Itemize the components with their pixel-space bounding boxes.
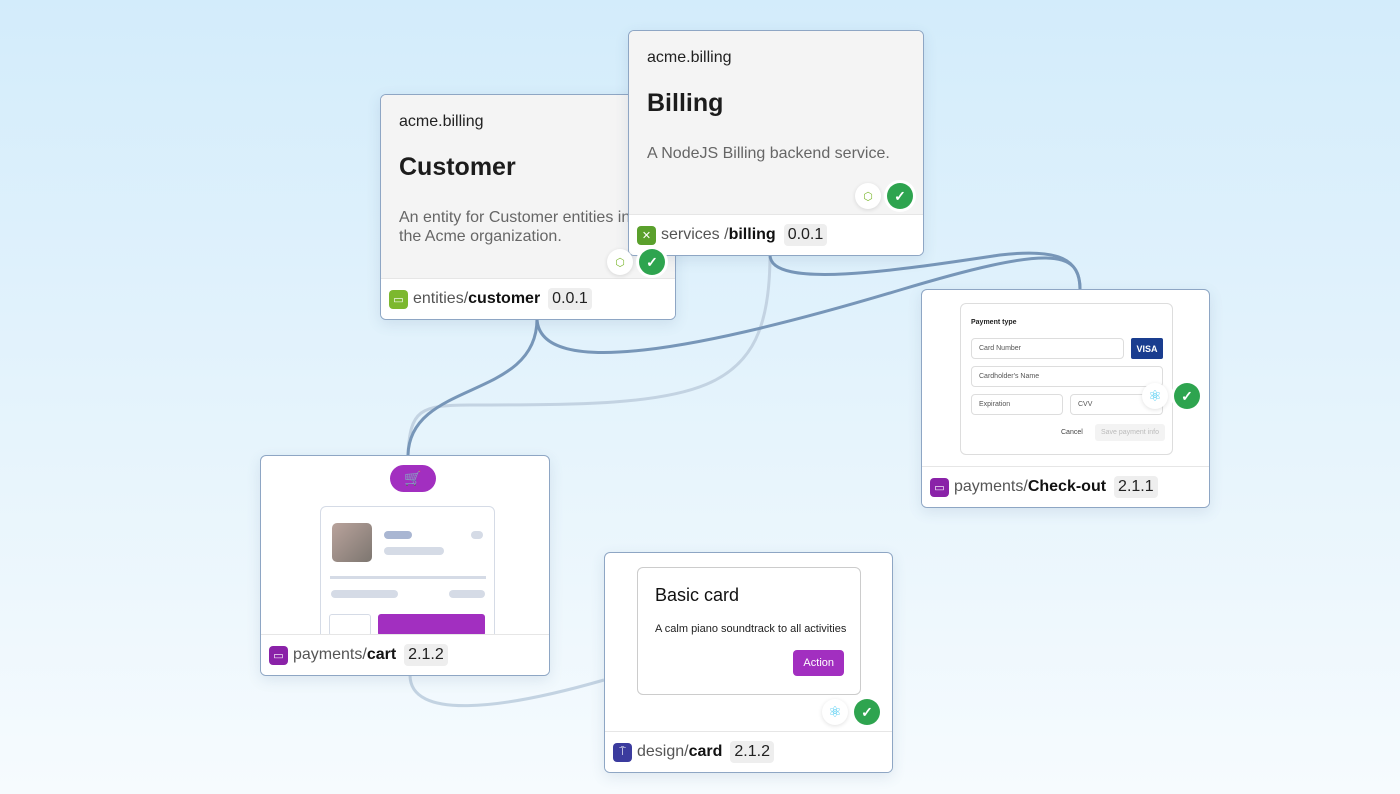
scope: design/ — [637, 743, 689, 760]
node-checkout[interactable]: Payment type Card Number VISA Cardholder… — [921, 289, 1210, 508]
payments-icon: ▭ — [269, 645, 288, 665]
check-icon: ✓ — [887, 183, 913, 209]
scope: payments/ — [293, 646, 367, 663]
scope: services / — [661, 226, 729, 243]
nodejs-icon: ⬡ — [607, 249, 633, 275]
edge-billing-cart — [406, 254, 772, 456]
version-badge: 2.1.2 — [404, 644, 448, 666]
form-heading: Payment type — [971, 319, 1017, 326]
card-title: Basic card — [655, 585, 740, 605]
react-icon: ⚛ — [1142, 383, 1168, 409]
edge-customer-checkout — [535, 256, 1082, 354]
component-name: billing — [728, 226, 776, 243]
scope: entities/ — [413, 290, 469, 307]
visa-logo: VISA — [1131, 338, 1163, 359]
edge-cart-card — [408, 674, 605, 708]
nodejs-icon: ⬡ — [855, 183, 881, 209]
cart-icon: 🛒 — [390, 465, 436, 492]
cancel-button: Cancel — [1061, 429, 1083, 436]
namespace: acme.billing — [399, 113, 484, 130]
cardholder-field: Cardholder's Name — [971, 366, 1163, 387]
service-icon: ✕ — [637, 225, 656, 245]
node-title: Customer — [399, 153, 516, 181]
expiration-field: Expiration — [971, 394, 1063, 415]
node-title: Billing — [647, 89, 724, 117]
payments-icon: ▭ — [930, 477, 949, 497]
node-customer[interactable]: acme.billing Customer An entity for Cust… — [380, 94, 676, 320]
react-icon: ⚛ — [822, 699, 848, 725]
component-name: cart — [366, 646, 397, 663]
scope: payments/ — [954, 478, 1028, 495]
entity-icon: ▭ — [389, 289, 408, 309]
node-billing[interactable]: acme.billing Billing A NodeJS Billing ba… — [628, 30, 924, 256]
node-description: An entity for Customer entities in the A… — [399, 209, 631, 245]
check-icon: ✓ — [639, 249, 665, 275]
version-badge: 0.0.1 — [548, 288, 592, 310]
namespace: acme.billing — [647, 49, 732, 66]
component-name: customer — [468, 290, 541, 307]
basic-card-preview: Basic card A calm piano soundtrack to al… — [637, 567, 861, 695]
version-badge: 2.1.1 — [1114, 476, 1158, 498]
card-number-field: Card Number — [971, 338, 1124, 359]
node-cart[interactable]: 🛒 ▭ payments/cart 2.1.2 — [260, 455, 550, 676]
version-badge: 0.0.1 — [783, 224, 828, 246]
node-description: A NodeJS Billing backend service. — [647, 145, 890, 162]
action-button: Action — [793, 650, 844, 676]
edge-customer-cart — [406, 318, 539, 456]
design-icon: ⍑ — [613, 742, 632, 762]
card-description: A calm piano soundtrack to all activitie… — [655, 623, 847, 635]
check-icon: ✓ — [1174, 383, 1200, 409]
node-card[interactable]: Basic card A calm piano soundtrack to al… — [604, 552, 893, 773]
component-name: card — [688, 743, 723, 760]
version-badge: 2.1.2 — [730, 741, 774, 763]
save-button: Save payment info — [1095, 424, 1165, 441]
edge-billing-checkout — [768, 251, 1082, 290]
cart-preview — [320, 506, 495, 646]
payment-form-preview: Payment type Card Number VISA Cardholder… — [960, 303, 1173, 455]
check-icon: ✓ — [854, 699, 880, 725]
component-name: Check-out — [1027, 478, 1107, 495]
